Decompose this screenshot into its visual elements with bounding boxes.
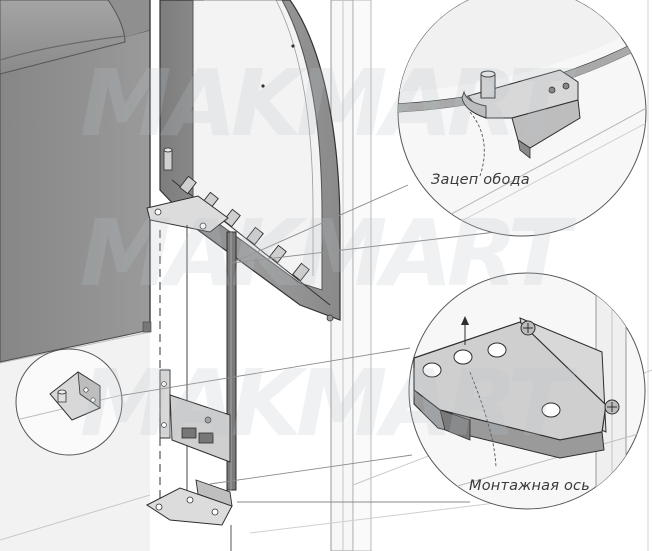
mounting-rod [146,225,237,551]
leader-lines [111,184,497,503]
mount-axis-label: Монтажная ось [469,478,590,494]
callout-mount-axis [408,272,646,510]
small-callout [15,348,123,456]
cabinet-body [0,0,152,363]
rim-hook-label: Зацеп обода [431,172,530,188]
door-panel [146,0,341,322]
callout-rim-hook [397,0,647,237]
